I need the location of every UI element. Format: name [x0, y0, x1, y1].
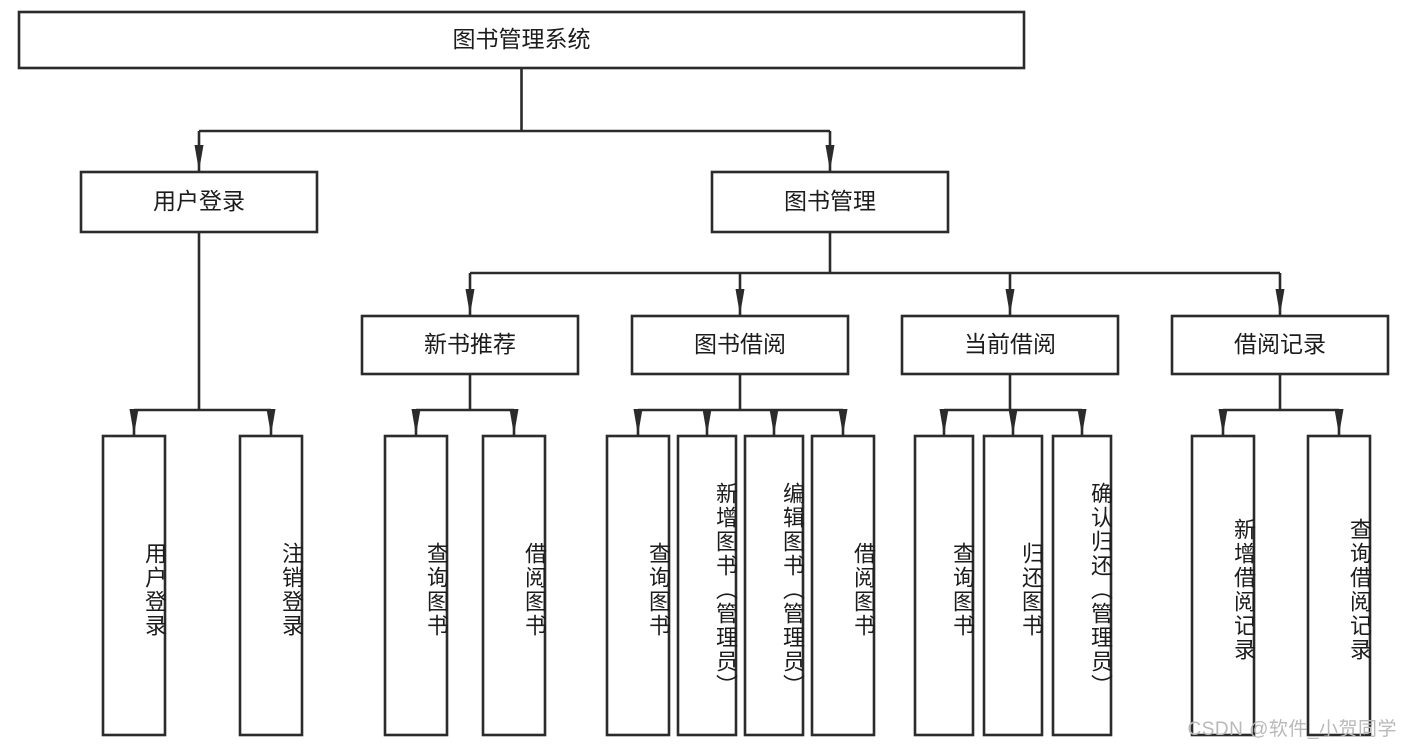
arrow-head [411, 409, 421, 435]
node-label: 图书借阅 [694, 331, 786, 357]
arrow-head [129, 409, 139, 435]
node-leaf-add-book[interactable] [676, 434, 738, 737]
box-layer [17, 10, 1390, 737]
node-leaf-query-book-1[interactable] [383, 434, 449, 737]
node-book-borrow[interactable] [630, 314, 850, 376]
node-leaf-borrow-book-1[interactable] [481, 434, 547, 737]
node-borrow-record[interactable] [1170, 314, 1390, 376]
node-label: 当前借阅 [964, 331, 1056, 357]
arrow-head [825, 145, 835, 171]
csdn-watermark: CSDN @软件_小贺同学 [1187, 719, 1397, 740]
node-book-manage[interactable] [710, 170, 950, 234]
node-label: 图书管理 [784, 188, 876, 214]
arrow-head [1334, 409, 1344, 435]
node-root-root[interactable] [17, 10, 1026, 70]
arrow-head [769, 409, 779, 435]
arrow-head [1275, 289, 1285, 315]
node-label: 新书推荐 [424, 331, 516, 357]
node-leaf-confirm-return[interactable] [1051, 434, 1113, 737]
arrow-head [509, 409, 519, 435]
node-leaf-edit-book[interactable] [743, 434, 805, 737]
arrow-head [465, 289, 475, 315]
arrow-head [1005, 289, 1015, 315]
node-label: 用户登录 [153, 188, 245, 214]
node-label: 图书管理系统 [453, 26, 591, 52]
node-leaf-borrow-book-2[interactable] [810, 434, 876, 737]
arrow-head [939, 409, 949, 435]
arrow-head [838, 409, 848, 435]
arrow-head [1077, 409, 1087, 435]
node-current-borrow[interactable] [900, 314, 1120, 376]
node-leaf-query-book-2[interactable] [605, 434, 671, 737]
node-user-login[interactable] [79, 170, 319, 234]
node-leaf-return-book[interactable] [982, 434, 1044, 737]
node-leaf-user-login[interactable] [101, 434, 167, 737]
node-new-book-recommend[interactable] [360, 314, 580, 376]
arrow-head [735, 289, 745, 315]
arrow-head [266, 409, 276, 435]
node-leaf-logout[interactable] [238, 434, 304, 737]
arrow-head [702, 409, 712, 435]
node-leaf-query-record[interactable] [1306, 434, 1372, 737]
connector-layer [129, 68, 1344, 435]
node-leaf-query-book-3[interactable] [913, 434, 975, 737]
arrow-head [1218, 409, 1228, 435]
node-leaf-add-record[interactable] [1190, 434, 1256, 737]
arrow-head [194, 145, 204, 171]
arrow-head [1008, 409, 1018, 435]
arrow-head [633, 409, 643, 435]
node-label: 借阅记录 [1234, 331, 1326, 357]
